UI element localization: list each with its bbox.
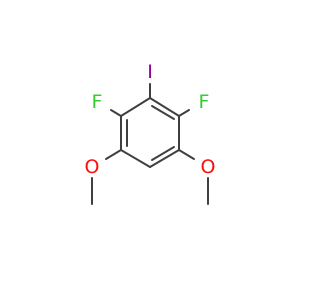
ring-bond-c4-c5 <box>120 149 151 168</box>
oxygen-right-label: O <box>201 156 216 178</box>
ring-bond-c3-c4-inner <box>151 146 175 161</box>
bond-c6-fluorine <box>110 109 122 117</box>
atom-label-layer: I F F O O <box>85 61 216 178</box>
ring-bond-c1-c2-inner <box>151 105 175 120</box>
bond-c5-oxygen <box>105 149 122 160</box>
ring-bond-c1-c2 <box>149 97 180 117</box>
fluorine-left-label: F <box>92 91 103 113</box>
bond-layer <box>91 83 209 205</box>
ring-bond-c6-c1 <box>120 97 151 117</box>
oxygen-left-label: O <box>85 156 100 178</box>
fluorine-right-label: F <box>199 91 210 113</box>
bond-c3-oxygen <box>178 149 195 160</box>
bond-c2-fluorine <box>178 109 190 117</box>
ring-bond-c3-c4 <box>149 149 180 168</box>
structure-diagram: I F F O O <box>85 61 216 205</box>
iodine-label: I <box>147 61 153 83</box>
